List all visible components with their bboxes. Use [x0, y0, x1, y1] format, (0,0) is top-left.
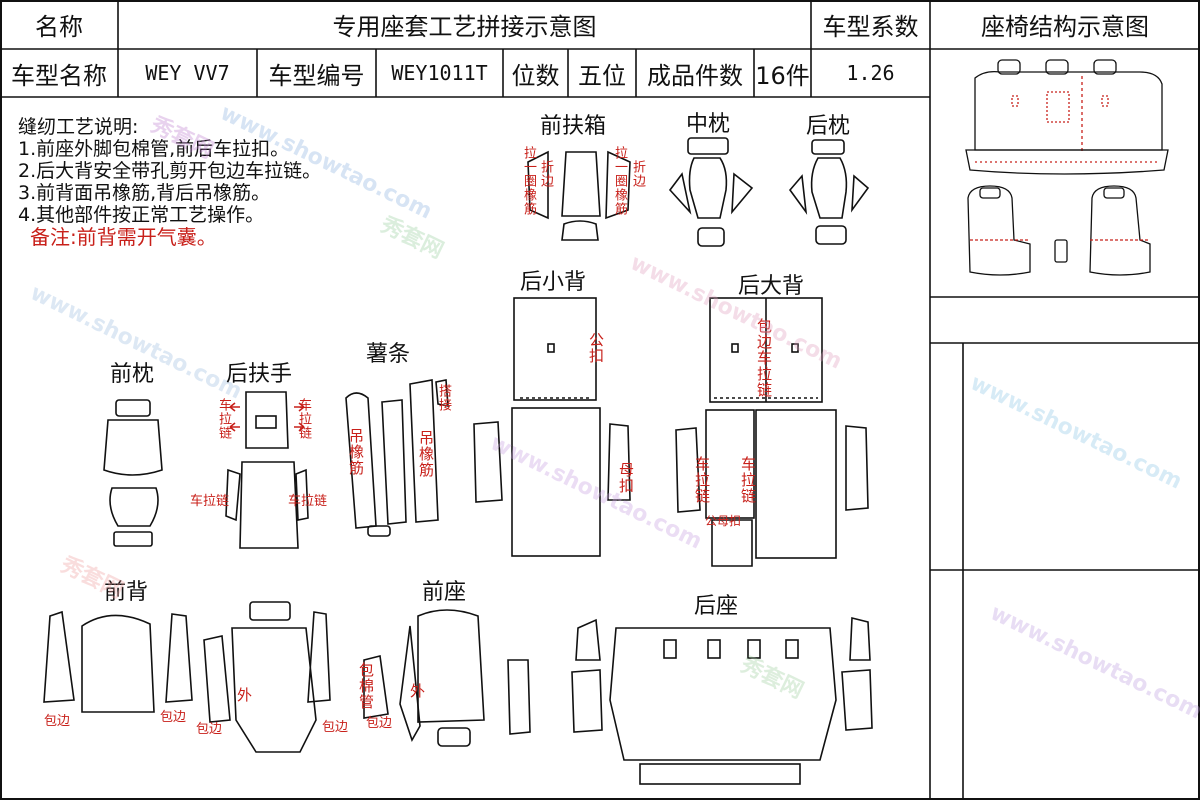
note-pull-loop-elastic-right: 拉一圈橡筋 — [612, 146, 627, 216]
note-zipper-left: 车拉链 — [693, 456, 711, 504]
note-fold-edge-left: 折边 — [538, 160, 553, 188]
seats-value: 五位 — [578, 61, 626, 90]
coefficient-value: 1.26 — [846, 61, 895, 85]
model-name-label: 车型名称 — [11, 61, 107, 90]
title-strip: 薯条 — [366, 342, 411, 367]
note-item: 1.前座外脚包棉管,前后车拉扣。 — [18, 138, 290, 160]
rear-large-back-pieces — [675, 297, 869, 567]
note-cotton-tube: 包棉管 — [357, 662, 375, 710]
note-binding-1: 包边 — [44, 714, 71, 729]
pieces-label: 成品件数 — [647, 61, 743, 90]
title-front-armrest-box: 前扶箱 — [540, 114, 607, 139]
coef-label: 车型系数 — [822, 13, 919, 41]
rear-armrest-pieces — [225, 391, 309, 549]
title-rear-seat: 后座 — [694, 594, 739, 619]
model-code-value: WEY1011T — [391, 61, 488, 85]
note-binding-zipper: 包边车拉链 — [755, 318, 773, 398]
airbag-remark: 备注:前背需开气囊。 — [30, 225, 217, 249]
note-item: 2.后大背安全带孔剪开包边车拉链。 — [18, 160, 322, 182]
note-male-buckle: 公扣 — [587, 332, 605, 364]
seat-structure-diagram — [965, 59, 1169, 276]
note-armrest-zipper-right: 车拉链 — [288, 494, 328, 509]
note-binding-2: 包边 — [160, 710, 187, 725]
note-zipper-right: 车拉链 — [739, 456, 757, 504]
structure-label: 座椅结构示意图 — [981, 13, 1149, 41]
note-outer-front-back: 外 — [237, 686, 253, 704]
note-male-female-buckle: 公母扣 — [705, 514, 742, 528]
title-rear-small-back: 后小背 — [520, 270, 587, 295]
sewing-notes: 缝纫工艺说明: 1.前座外脚包棉管,前后车拉扣。 2.后大背安全带孔剪开包边车拉… — [18, 116, 321, 248]
pieces-value: 16件 — [755, 61, 810, 90]
name-label: 名称 — [35, 13, 83, 41]
model-name-value: WEY VV7 — [145, 61, 230, 85]
model-code-label: 车型编号 — [268, 61, 365, 90]
note-item: 4.其他部件按正常工艺操作。 — [18, 204, 265, 226]
note-binding-3: 包边 — [196, 722, 223, 737]
note-armrest-zipper-left-top: 车拉链 — [216, 398, 231, 440]
zipper-arrows — [229, 402, 305, 432]
title-front-headrest: 前枕 — [110, 362, 155, 387]
title-rear-headrest: 后枕 — [806, 114, 851, 139]
front-headrest-pieces — [103, 399, 163, 547]
note-pull-loop-elastic-left: 拉一圈橡筋 — [521, 146, 536, 216]
note-item: 3.前背面吊橡筋,背后吊橡筋。 — [18, 182, 271, 204]
rear-seat-pieces — [571, 616, 873, 785]
front-back-pieces — [43, 601, 331, 753]
rear-headrest-pieces — [788, 139, 870, 245]
center-headrest-pieces — [668, 137, 754, 247]
note-joint: 搭接 — [436, 384, 451, 412]
sheet-title: 专用座套工艺拼接示意图 — [332, 13, 597, 41]
title-front-seat: 前座 — [422, 580, 467, 605]
note-outer-front-seat: 外 — [410, 682, 426, 700]
title-rear-armrest: 后扶手 — [226, 362, 293, 387]
note-female-buckle: 母扣 — [617, 462, 635, 494]
strip-pieces — [345, 379, 449, 537]
note-hanging-elastic-left: 吊橡筋 — [347, 428, 365, 476]
note-fold-edge-right: 折边 — [630, 160, 645, 188]
title-rear-large-back: 后大背 — [738, 274, 805, 299]
front-seat-pieces — [363, 609, 531, 747]
seats-label: 位数 — [511, 61, 560, 90]
front-armrest-box-pieces — [527, 150, 631, 241]
rear-small-back-pieces — [473, 297, 631, 557]
note-armrest-zipper-right-top: 车拉链 — [296, 398, 311, 440]
note-binding-5: 包边 — [366, 716, 393, 731]
note-armrest-zipper-left: 车拉链 — [190, 494, 230, 509]
note-hanging-elastic-right: 吊橡筋 — [417, 430, 435, 478]
title-front-back: 前背 — [104, 580, 149, 605]
title-center-headrest: 中枕 — [686, 112, 731, 137]
note-binding-4: 包边 — [322, 720, 349, 735]
notes-heading: 缝纫工艺说明: — [18, 116, 139, 138]
